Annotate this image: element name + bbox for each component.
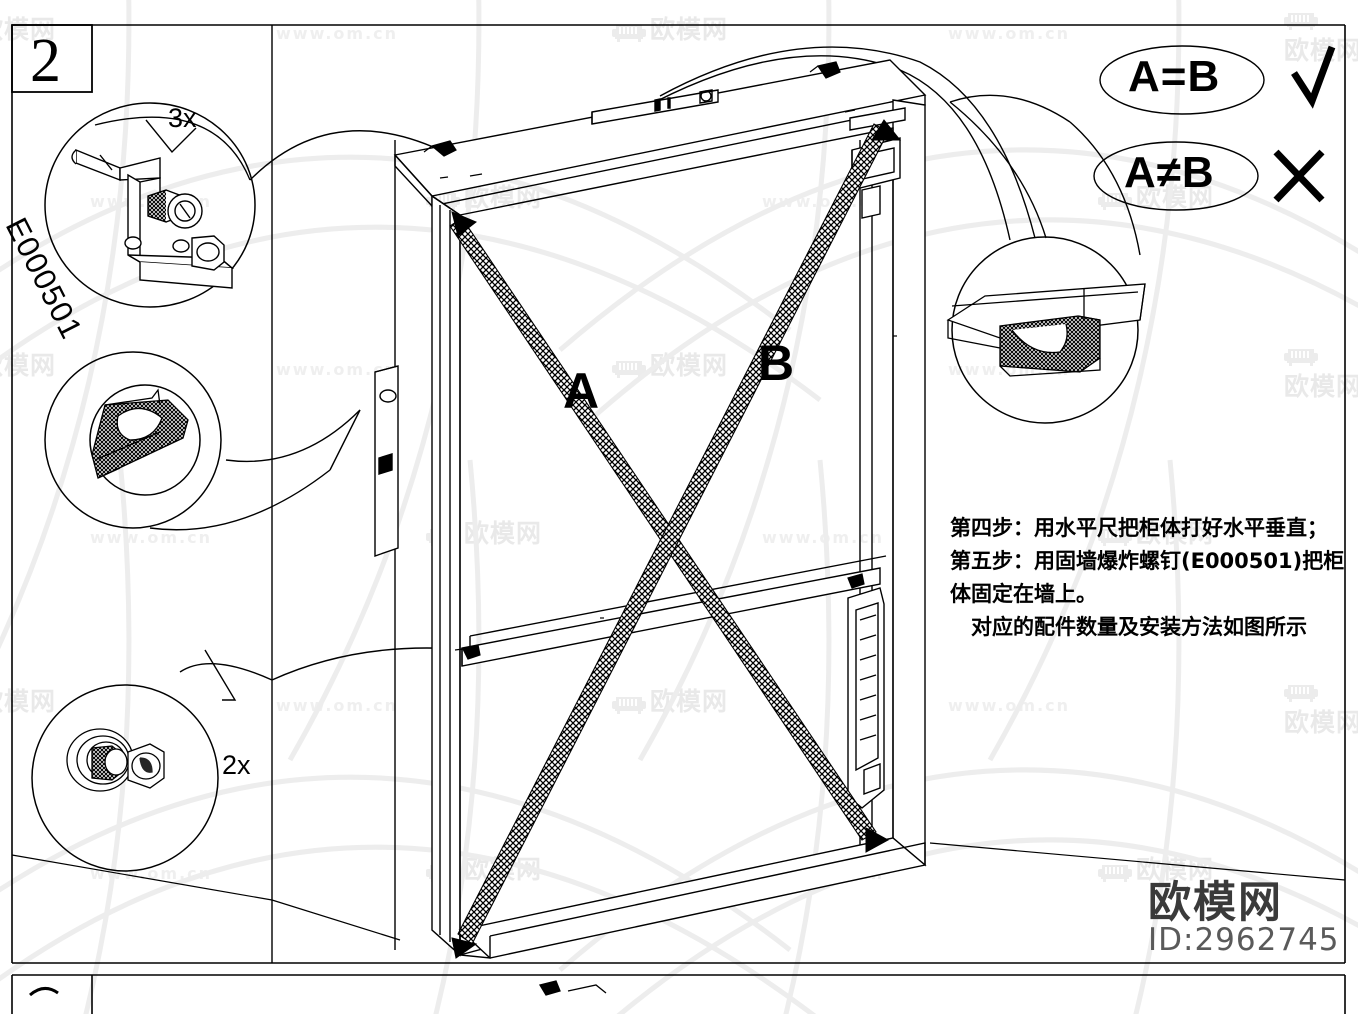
brace-corner-caps — [451, 119, 902, 959]
next-step-preview — [29, 980, 607, 997]
hatched-hanging-rail-icon — [946, 283, 1146, 377]
instruction-text-block: 第四步：用水平尺把柜体打好水平垂直； 第五步：用固墙爆炸螺钉(E000501)把… — [950, 512, 1344, 644]
anchor-bolt-bracket-icon — [71, 148, 235, 289]
measure-label-b: B — [758, 335, 795, 391]
nut-quantity-label: 2x — [222, 750, 251, 780]
bolt-and-nut-icon — [66, 728, 165, 792]
cross-mark-icon — [1273, 149, 1325, 203]
verification-correct-expression: A=B — [1128, 52, 1221, 101]
detail-circle-slot — [44, 351, 222, 529]
leader-rail-detail — [949, 94, 1141, 256]
leader-slot-detail — [149, 409, 361, 531]
instruction-line-2: 第五步：用固墙爆炸螺钉(E000501)把柜 — [950, 549, 1345, 573]
site-brand-name: 欧模网 — [1148, 878, 1283, 928]
check-mark-icon — [1291, 45, 1336, 109]
verification-ellipses — [1093, 45, 1265, 211]
verification-incorrect-expression: A≠B — [1124, 148, 1215, 197]
leader-bracket-detail — [94, 116, 441, 181]
step-number-box — [11, 24, 93, 93]
model-id-label: ID:2962745 — [1148, 922, 1340, 958]
wall-guide-lines — [11, 842, 1346, 941]
diagonal-brace-b — [457, 123, 889, 945]
detail-circle-nut — [31, 684, 219, 872]
leader-nut-detail — [179, 647, 471, 701]
page-frame — [11, 24, 1346, 1014]
instruction-line-4: 对应的配件数量及安装方法如图所示 — [950, 615, 1307, 639]
step-number: 2 — [30, 27, 61, 95]
diagonal-brace-a — [449, 217, 877, 841]
cabinet-assembly — [374, 59, 927, 959]
measure-label-a: A — [563, 363, 600, 419]
instruction-line-3: 体固定在墙上。 — [950, 582, 1097, 606]
detail-circle-bracket — [44, 102, 256, 308]
instruction-line-1: 第四步：用水平尺把柜体打好水平垂直； — [950, 516, 1328, 540]
hatched-slot-keyhole-icon — [91, 388, 189, 479]
bracket-quantity-label: 3x — [168, 103, 197, 133]
